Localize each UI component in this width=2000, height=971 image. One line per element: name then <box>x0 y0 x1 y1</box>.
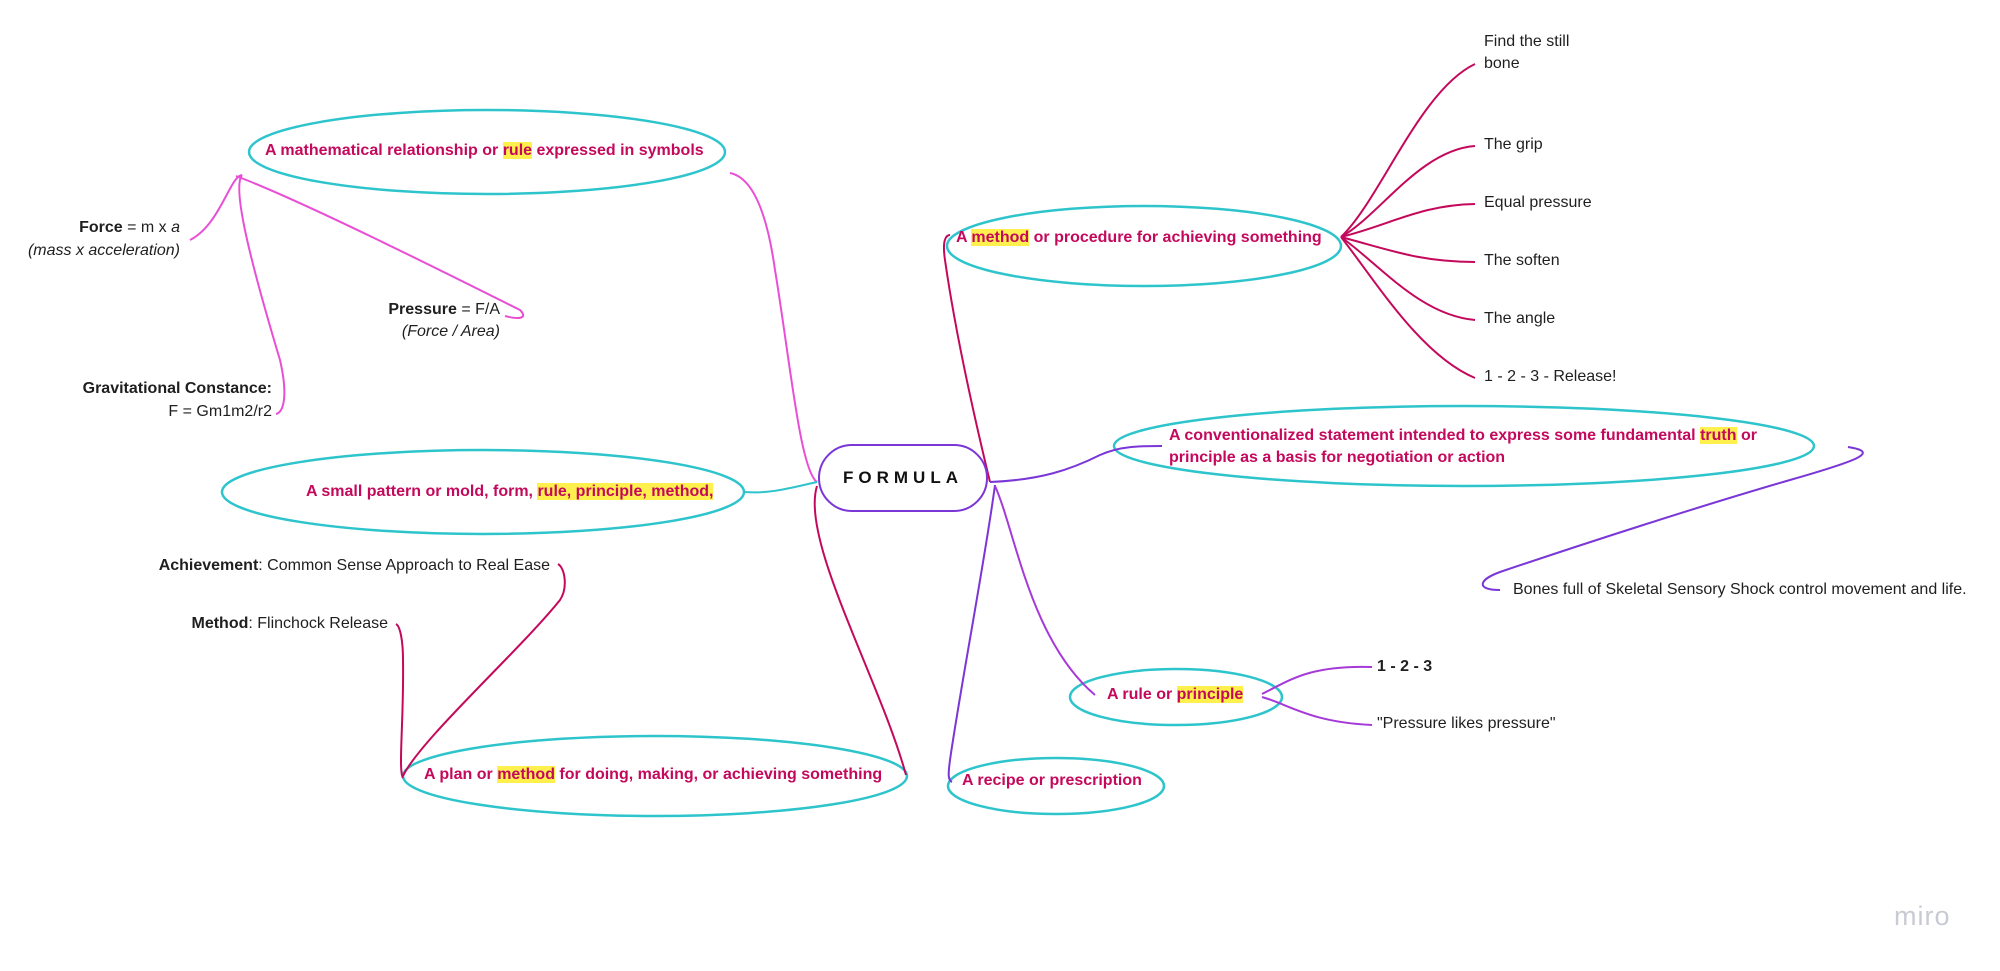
achievement-value: : Common Sense Approach to Real Ease <box>258 557 550 574</box>
method-label: Method <box>191 615 249 632</box>
miro-logo: miro <box>1894 901 1951 931</box>
node-text-post: or procedure for achieving something <box>1029 229 1322 246</box>
link-center-to-math <box>729 172 818 483</box>
node-rule-principle[interactable]: A rule or principle <box>1107 684 1244 706</box>
node-conventionalized-line1[interactable]: A conventionalized statement intended to… <box>1169 425 1757 447</box>
link-method-to-children-6 <box>1340 236 1476 379</box>
link-plan-to-achievement <box>402 563 566 777</box>
link-convention-to-child <box>1481 446 1864 591</box>
force-label: Force <box>79 219 123 236</box>
node-plan-method[interactable]: A plan or method for doing, making, or a… <box>424 764 882 786</box>
central-topic-node[interactable]: FORMULA <box>818 444 988 512</box>
highlight-rule-principle-method: rule, principle, method, <box>537 483 714 500</box>
link-center-to-convention <box>989 445 1163 483</box>
link-center-to-small-pattern <box>743 481 818 494</box>
highlight-method: method <box>497 766 555 783</box>
child-equal-pressure[interactable]: Equal pressure <box>1484 194 1592 211</box>
node-small-pattern[interactable]: A small pattern or mold, form, rule, pri… <box>306 481 714 503</box>
link-center-to-recipe <box>947 484 996 783</box>
method-value: : Flinchock Release <box>248 615 388 632</box>
link-center-to-plan <box>813 485 907 776</box>
node-text-pre: A <box>956 229 972 246</box>
node-text-post: for doing, making, or achieving somethin… <box>554 766 883 783</box>
note-gravity-equation: F = Gm1m2/r2 <box>168 403 272 420</box>
oval-rule-principle[interactable] <box>1068 667 1284 727</box>
child-find-still[interactable]: Find the still <box>1484 33 1570 50</box>
node-recipe[interactable]: A recipe or prescription <box>962 772 1142 789</box>
oval-recipe[interactable] <box>946 756 1166 816</box>
link-plan-to-method <box>395 623 405 779</box>
link-center-to-rule <box>994 485 1096 696</box>
highlight-truth: truth <box>1700 427 1737 444</box>
link-method-to-children-5 <box>1340 236 1476 321</box>
force-eq: = m x <box>122 219 172 236</box>
child-release[interactable]: 1 - 2 - 3 - Release! <box>1484 368 1617 385</box>
highlight-principle: principle <box>1176 686 1244 703</box>
highlight-method: method <box>971 229 1030 246</box>
link-method-to-children-3 <box>1340 203 1476 238</box>
pressure-label: Pressure <box>388 301 457 318</box>
node-text-pre: A rule or <box>1107 686 1177 703</box>
node-text-pre: A small pattern or mold, form, <box>306 483 538 500</box>
node-text-pre: A plan or <box>424 766 498 783</box>
child-grip[interactable]: The grip <box>1484 136 1543 153</box>
child-pressure-likes-pressure[interactable]: "Pressure likes pressure" <box>1377 715 1556 732</box>
note-pressure-detail: (Force / Area) <box>401 323 500 340</box>
note-achievement[interactable]: Achievement: Common Sense Approach to Re… <box>120 555 550 577</box>
note-method[interactable]: Method: Flinchock Release <box>120 613 389 635</box>
node-text-pre: A mathematical relationship or <box>265 142 503 159</box>
highlight-rule: rule <box>502 142 533 159</box>
node-method-procedure[interactable]: A method or procedure for achieving some… <box>956 227 1322 249</box>
child-soften[interactable]: The soften <box>1484 252 1560 269</box>
note-force[interactable]: Force = m x a <box>20 217 180 239</box>
note-gravity[interactable]: Gravitational Constance: <box>82 380 272 397</box>
child-angle[interactable]: The angle <box>1484 310 1556 327</box>
oval-conventionalized-statement[interactable] <box>1112 404 1816 488</box>
child-bone[interactable]: bone <box>1484 55 1520 72</box>
achievement-label: Achievement <box>158 557 259 574</box>
link-method-to-children-2 <box>1340 145 1476 238</box>
link-method-to-children-1 <box>1340 63 1476 238</box>
link-math-to-pressure <box>235 175 525 319</box>
note-force-detail: (mass x acceleration) <box>27 242 180 259</box>
oval-math-relationship[interactable] <box>247 108 727 196</box>
oval-method-procedure[interactable] <box>945 204 1343 288</box>
node-math-relationship[interactable]: A mathematical relationship or rule expr… <box>265 140 704 162</box>
link-method-to-children-4 <box>1340 236 1476 263</box>
link-math-to-gravity <box>238 174 286 415</box>
pressure-eq: = F/A <box>456 301 500 318</box>
node-text-post: expressed in symbols <box>532 142 704 159</box>
force-a: a <box>171 219 180 236</box>
link-center-to-method-procedure <box>942 234 991 483</box>
child-bones-full[interactable]: Bones full of Skeletal Sensory Shock con… <box>1513 581 1967 598</box>
link-rule-to-pressure-quote <box>1261 696 1373 726</box>
note-pressure[interactable]: Pressure = F/A <box>340 299 500 321</box>
link-rule-to-123 <box>1261 665 1373 695</box>
node-text-post: or <box>1736 427 1757 444</box>
node-text-pre: A conventionalized statement intended to… <box>1169 427 1701 444</box>
node-conventionalized-line2[interactable]: principle as a basis for negotiation or … <box>1169 449 1506 466</box>
link-math-to-force <box>189 174 243 241</box>
child-1-2-3[interactable]: 1 - 2 - 3 <box>1377 658 1433 675</box>
